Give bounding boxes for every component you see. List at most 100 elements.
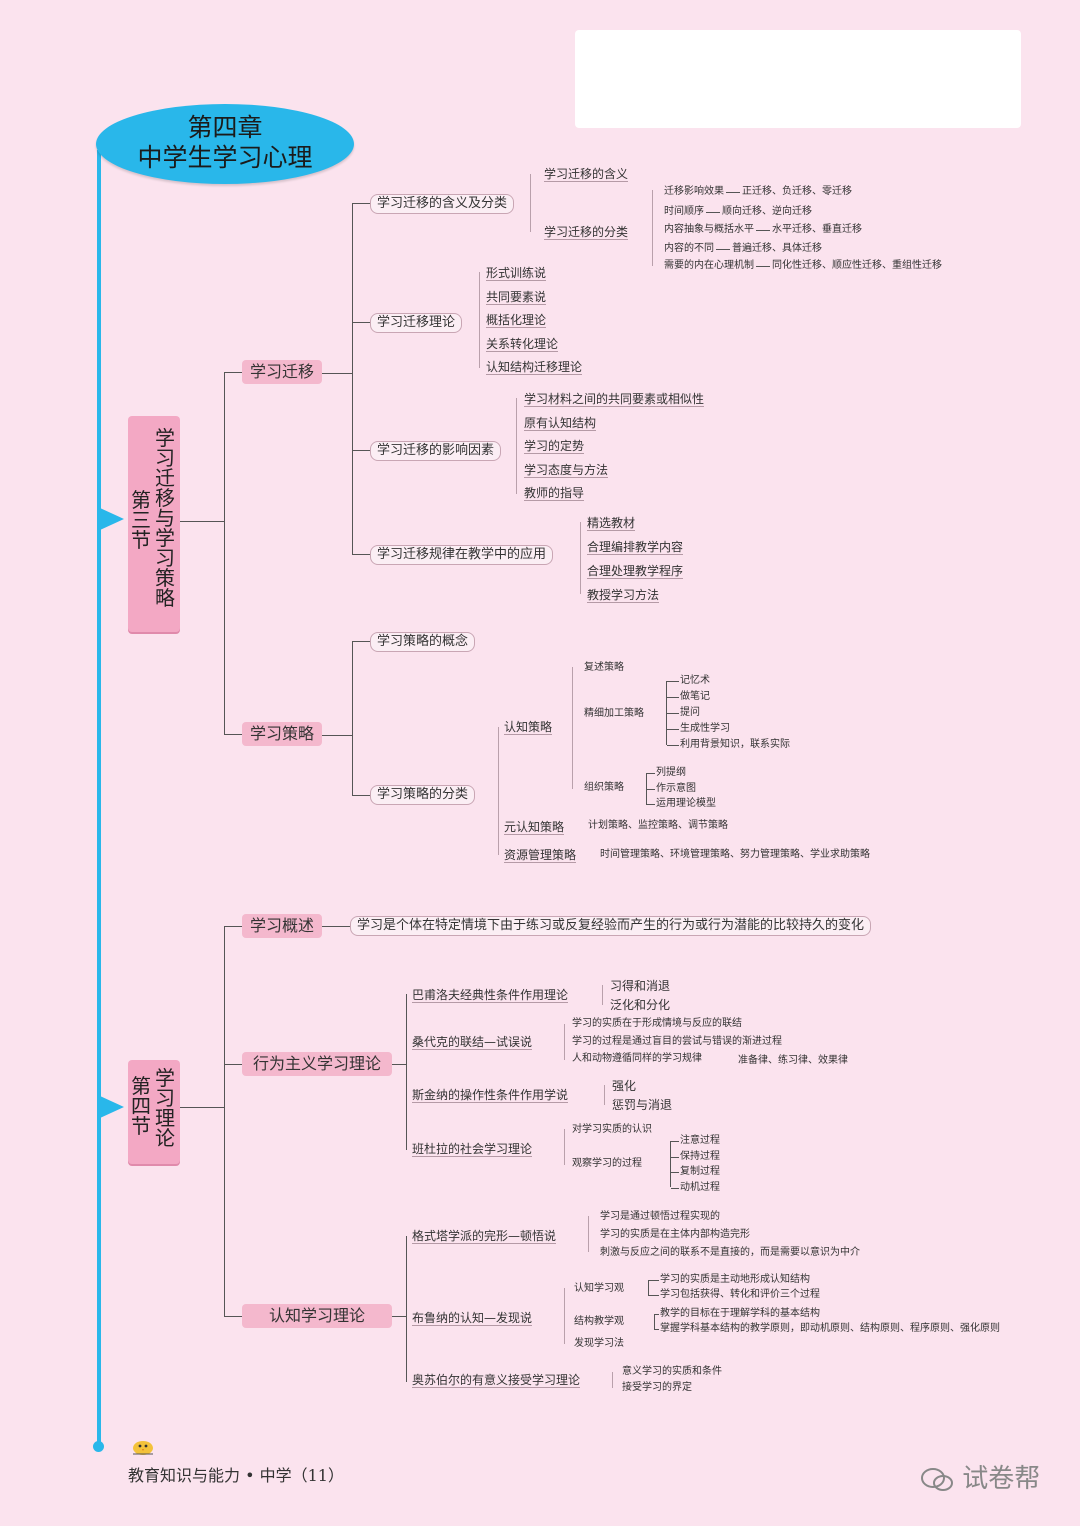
transfer-theory: 学习迁移理论 <box>370 313 463 333</box>
pavlov-item: 泛化和分化 <box>610 998 671 1012</box>
connector-line <box>667 697 679 698</box>
section-3-number: 第三节 <box>131 488 151 552</box>
ausubel-item: 意义学习的实质和条件 <box>622 1366 722 1377</box>
connector-line <box>655 1329 659 1330</box>
classification-criterion: 内容抽象与概括水平 <box>664 224 754 235</box>
topic-cognitive: 认知学习理论 <box>242 1304 392 1328</box>
classification-types: 正迁移、负迁移、零迁移 <box>742 186 852 197</box>
connector-line <box>647 773 655 774</box>
transfer-application-item: 合理编排教学内容 <box>587 540 684 555</box>
bandura-theory: 班杜拉的社会学习理论 <box>412 1142 533 1157</box>
elaboration-item: 利用背景知识，联系实际 <box>680 739 790 750</box>
bruner-structure-item: 掌握学科基本结构的教学原则，即动机原则、结构原则、程序原则、强化原则 <box>660 1323 1000 1334</box>
thorndike-laws: 准备律、练习律、效果律 <box>738 1055 848 1066</box>
rehearsal-strategy: 复述策略 <box>584 662 624 673</box>
watermark-logo: 试卷帮 <box>920 1458 1040 1495</box>
organization-strategy: 组织策略 <box>584 782 624 793</box>
pavlov-item: 习得和消退 <box>610 979 671 993</box>
arrow-connector <box>756 230 770 231</box>
elaboration-strategy: 精细加工策略 <box>584 708 644 719</box>
section-3-name: 学习迁移与学习策略 <box>155 426 175 610</box>
section-3-box: 第三节 学习迁移与学习策略 <box>128 416 180 632</box>
transfer-application: 学习迁移规律在教学中的应用 <box>370 545 554 565</box>
thorndike-item: 学习的实质在于形成情境与反应的联结 <box>572 1018 742 1029</box>
transfer-factor-item: 学习的定势 <box>524 439 585 454</box>
arrow-connector <box>706 212 720 213</box>
bruner-structure-view: 结构教学观 <box>574 1316 624 1327</box>
bandura-step: 保持过程 <box>680 1150 720 1162</box>
elaboration-item: 生成性学习 <box>680 723 730 734</box>
spine-end-dot <box>93 1441 104 1452</box>
transfer-factors: 学习迁移的影响因素 <box>370 441 502 461</box>
connector-line <box>647 804 655 805</box>
ausubel-theory: 奥苏伯尔的有意义接受学习理论 <box>412 1373 581 1388</box>
transfer-factor-item: 教师的指导 <box>524 486 585 501</box>
classification-types: 同化性迁移、顺应性迁移、重组性迁移 <box>772 260 942 271</box>
skinner-item: 惩罚与消退 <box>612 1098 673 1112</box>
connector-line <box>671 1156 679 1158</box>
thorndike-theory: 桑代克的联结—试误说 <box>412 1035 533 1050</box>
transfer-application-item: 合理处理教学程序 <box>587 564 684 579</box>
transfer-theory-item: 认知结构迁移理论 <box>486 360 583 375</box>
elaboration-item: 记忆术 <box>680 675 710 686</box>
connector-line <box>667 713 679 714</box>
bandura-step: 注意过程 <box>680 1135 720 1146</box>
thorndike-item: 学习的过程是通过盲目的尝试与错误的渐进过程 <box>572 1035 782 1047</box>
elaboration-item: 做笔记 <box>680 691 710 702</box>
classification-criterion: 迁移影响效果 <box>664 186 724 197</box>
metacognitive-strategy: 元认知策略 <box>504 820 565 835</box>
gestalt-theory: 格式塔学派的完形—顿悟说 <box>412 1229 557 1244</box>
transfer-factor-item: 原有认知结构 <box>524 415 597 431</box>
transfer-application-item: 精选教材 <box>587 516 636 531</box>
gestalt-item: 学习是通过顿悟过程实现的 <box>600 1211 720 1222</box>
elaboration-item: 提问 <box>680 707 700 718</box>
page-footer: 教育知识与能力 • 中学（11） <box>128 1466 344 1485</box>
chapter-title: 中学生学习心理 <box>137 143 313 172</box>
transfer-theory-item: 关系转化理论 <box>486 336 559 352</box>
topic-overview: 学习概述 <box>242 914 322 938</box>
transfer-theory-item: 概括化理论 <box>486 313 547 328</box>
bandura-step: 复制过程 <box>680 1166 720 1177</box>
transfer-theory-item: 共同要素说 <box>486 289 547 305</box>
connector-line <box>671 1172 679 1173</box>
resource-management-items: 时间管理策略、环境管理策略、努力管理策略、学业求助策略 <box>600 849 870 860</box>
arrow-connector <box>716 249 730 250</box>
thorndike-item: 人和动物遵循同样的学习规律 <box>572 1053 702 1064</box>
arrow-connector <box>756 266 770 267</box>
connector-line <box>671 1187 679 1189</box>
transfer-classification: 学习迁移的分类 <box>544 225 629 240</box>
learning-definition: 学习是个体在特定情境下由于练习或反复经验而产生的行为或行为潜能的比较持久的变化 <box>350 916 872 936</box>
connector-line <box>649 1295 659 1296</box>
ausubel-item: 接受学习的界定 <box>622 1382 692 1393</box>
topic-transfer: 学习迁移 <box>242 360 322 384</box>
connector-line <box>667 681 679 682</box>
bruner-cognitive-view: 认知学习观 <box>574 1283 624 1294</box>
skinner-theory: 斯金纳的操作性条件作用学说 <box>412 1088 569 1103</box>
connector-line <box>667 729 679 730</box>
transfer-meaning-classification: 学习迁移的含义及分类 <box>370 194 515 214</box>
connector-line <box>649 1280 659 1281</box>
bandura-step: 动机过程 <box>680 1181 720 1193</box>
transfer-application-item: 教授学习方法 <box>587 588 660 603</box>
blank-white-box <box>575 30 1021 128</box>
watermark-text: 试卷帮 <box>962 1464 1041 1494</box>
classification-types: 顺向迁移、逆向迁移 <box>722 206 812 217</box>
classification-types: 水平迁移、垂直迁移 <box>772 224 862 235</box>
chapter-number: 第四章 <box>187 113 263 142</box>
section-4-number: 第四节 <box>131 1074 151 1138</box>
connector-line <box>667 745 679 746</box>
topic-behaviorism: 行为主义学习理论 <box>242 1052 392 1076</box>
classification-criterion: 需要的内在心理机制 <box>664 260 754 271</box>
pavlov-theory: 巴甫洛夫经典性条件作用理论 <box>412 988 569 1003</box>
section-4-name: 学习理论 <box>155 1066 175 1150</box>
bandura-nature: 对学习实质的认识 <box>572 1124 652 1135</box>
chick-mascot-icon <box>133 1441 153 1455</box>
discovery-learning: 发现学习法 <box>574 1338 624 1349</box>
organization-item: 作示意图 <box>656 782 696 794</box>
organization-item: 列提纲 <box>656 767 686 778</box>
classification-types: 普遍迁移、具体迁移 <box>732 243 822 254</box>
connector-line <box>671 1141 679 1142</box>
skinner-item: 强化 <box>612 1079 637 1093</box>
connector-line <box>655 1314 659 1315</box>
bandura-observational: 观察学习的过程 <box>572 1158 642 1169</box>
